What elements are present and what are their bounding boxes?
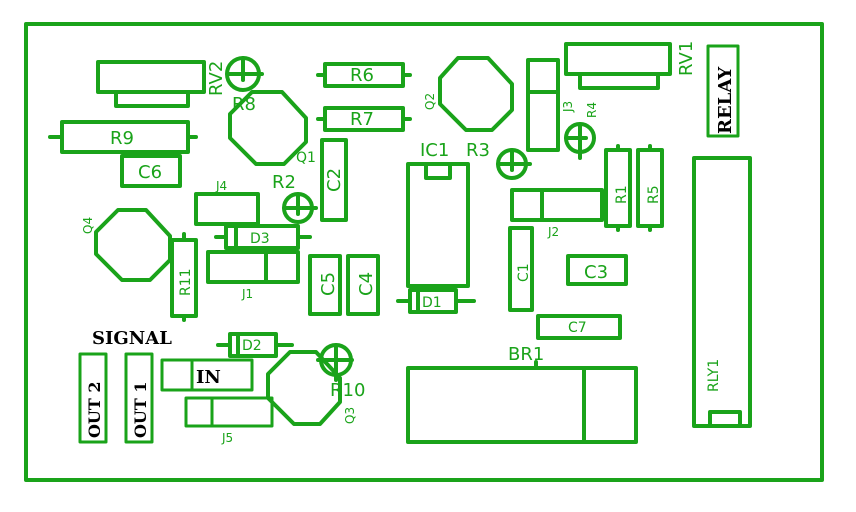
- ic1-chip: [406, 162, 470, 288]
- r2-component: [282, 192, 318, 224]
- d2-label: D2: [242, 338, 262, 354]
- rly1-label: RLY1: [706, 359, 722, 392]
- q2-component: [438, 56, 514, 132]
- r5-label: R5: [646, 185, 662, 204]
- relay-box: [706, 44, 740, 138]
- j3-label: J3: [561, 101, 575, 113]
- d1-label: D1: [422, 295, 442, 311]
- j1-label: J1: [241, 287, 253, 301]
- c6-label: C6: [138, 162, 162, 183]
- r9-label: R9: [110, 128, 134, 149]
- c7-component: [536, 314, 622, 340]
- ic1-label: IC1: [420, 140, 449, 161]
- r10-label: R10: [330, 380, 365, 401]
- q1-label: Q1: [296, 150, 316, 166]
- board-outline: [24, 22, 824, 482]
- c6-component: [120, 154, 182, 188]
- r3-component: [496, 148, 532, 180]
- rv1-label: RV1: [676, 41, 697, 76]
- relay-label: RELAY: [715, 66, 736, 134]
- j1-connector: [206, 250, 300, 284]
- c5-component: [308, 254, 342, 316]
- r6-component: [316, 62, 412, 88]
- c3-component: [566, 254, 628, 286]
- c4-component: [346, 254, 380, 316]
- out2-label: OUT 2: [85, 382, 104, 439]
- r1-component: [604, 144, 632, 232]
- q3-label: Q3: [343, 407, 357, 424]
- r3-label: R3: [466, 140, 490, 161]
- c3-label: C3: [584, 262, 608, 283]
- in-label: IN: [196, 367, 221, 388]
- j2-connector: [510, 188, 604, 222]
- j4-connector: [194, 192, 260, 226]
- r7-label: R7: [350, 109, 374, 130]
- r8-label: R8: [232, 94, 256, 115]
- d2-diode: [216, 332, 294, 358]
- br1-bridge: [406, 360, 638, 444]
- c7-label: C7: [568, 320, 587, 336]
- c5-label: C5: [318, 272, 339, 296]
- r7-component: [316, 106, 412, 132]
- br1-label: BR1: [508, 344, 544, 365]
- r8-body: [228, 90, 308, 166]
- q4-label: Q4: [81, 217, 95, 234]
- q2-label: Q2: [423, 93, 437, 110]
- r6-label: R6: [350, 65, 374, 86]
- d3-label: D3: [250, 231, 270, 247]
- in-connector: [160, 358, 254, 392]
- q4-component: [94, 208, 172, 282]
- c1-label: C1: [516, 263, 532, 282]
- out1-label: OUT 1: [131, 382, 150, 439]
- rv1-component: [564, 42, 672, 90]
- j5-label: J5: [221, 431, 233, 445]
- j4-label: J4: [215, 179, 227, 193]
- r11-label: R11: [178, 268, 194, 296]
- rv2-label: RV2: [206, 61, 227, 96]
- r11-component: [170, 232, 198, 322]
- rv2-component: [96, 56, 264, 108]
- r5-component: [636, 144, 664, 232]
- r4-label: R4: [585, 102, 599, 118]
- signal-label: SIGNAL: [92, 328, 172, 349]
- q3-component: [266, 350, 342, 426]
- out2-box: [78, 352, 108, 444]
- c2-component: [320, 138, 348, 222]
- d1-diode: [396, 288, 476, 314]
- rly1-relay: [692, 156, 752, 428]
- r1-label: R1: [614, 185, 630, 204]
- j5-connector: [184, 396, 274, 428]
- out1-box: [124, 352, 154, 444]
- r9-component: [48, 120, 198, 154]
- c1-component: [508, 226, 534, 312]
- c4-label: C4: [356, 272, 377, 296]
- d3-diode: [214, 224, 312, 250]
- c2-label: C2: [324, 168, 345, 192]
- j2-label: J2: [547, 225, 559, 239]
- r2-label: R2: [272, 172, 296, 193]
- r4-component: [564, 122, 596, 160]
- j3-connector: [526, 58, 560, 152]
